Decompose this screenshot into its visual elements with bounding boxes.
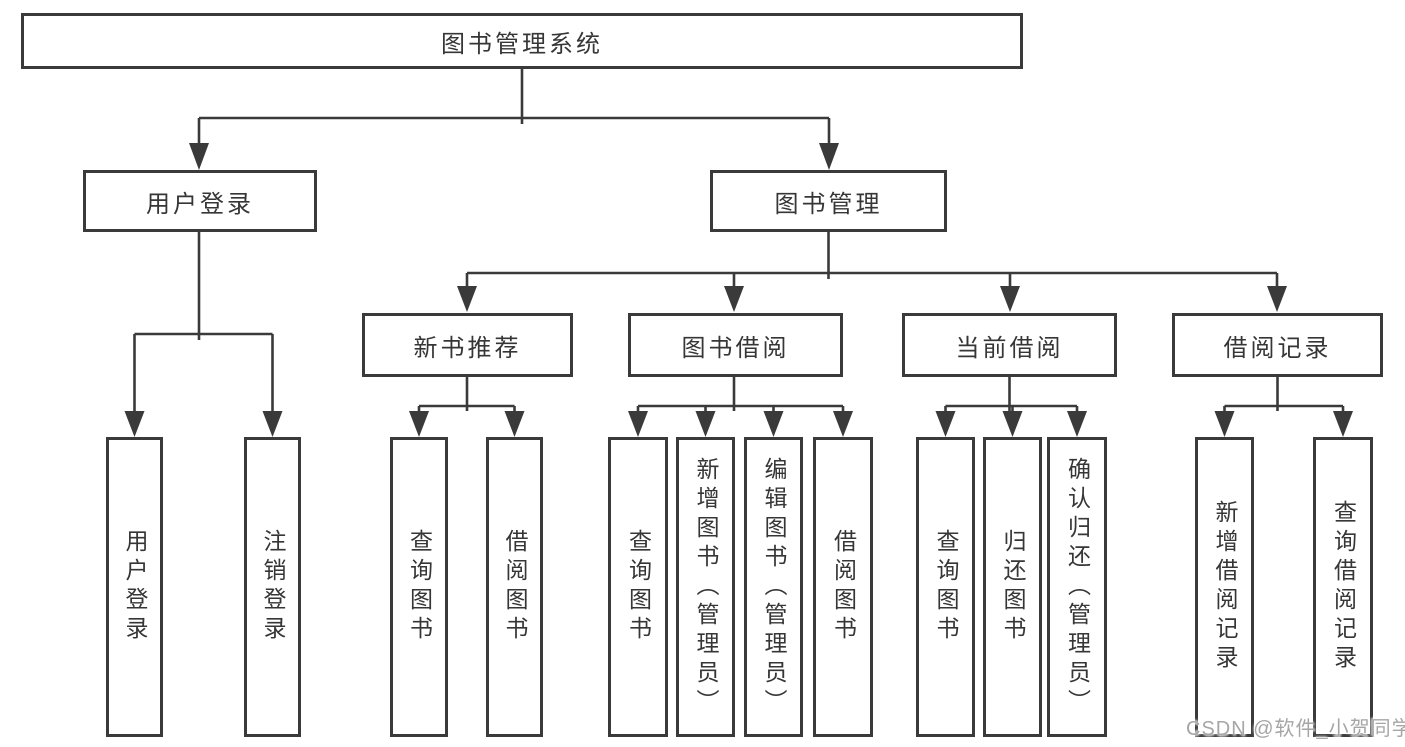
leaf-borrow-query-label: 查询图书	[625, 529, 652, 645]
connector-borrowrecords-to-leaves	[1223, 374, 1345, 416]
leaf-borrow-query: 查询图书	[608, 437, 668, 737]
leaf-add-borrow-record: 新增借阅记录	[1195, 437, 1254, 737]
connector-root-to-level2	[197, 69, 831, 150]
node-borrow-records: 借阅记录	[1172, 313, 1383, 377]
leaf-borrow-book-label: 借阅图书	[830, 529, 857, 645]
connector-bookmgmt-to-groups	[465, 232, 1279, 290]
leaf-return-book: 归还图书	[983, 437, 1042, 737]
node-new-book-recommend-label: 新书推荐	[413, 334, 522, 362]
leaf-query-borrow-record-label: 查询借阅记录	[1330, 500, 1357, 674]
leaf-newbook-query-label: 查询图书	[406, 529, 433, 645]
leaf-borrow-edit-book-admin: 编辑图书（管理员）	[744, 437, 803, 737]
node-current-borrow: 当前借阅	[902, 313, 1117, 377]
node-user-login-label: 用户登录	[146, 190, 254, 218]
leaf-newbook-query: 查询图书	[390, 437, 448, 737]
leaf-logout: 注销登录	[244, 437, 301, 737]
connector-newbook-to-leaves	[417, 374, 516, 416]
connector-root-arrowheads	[189, 143, 839, 170]
node-new-book-recommend: 新书推荐	[362, 313, 573, 377]
leaf-add-borrow-record-label: 新增借阅记录	[1212, 500, 1238, 674]
leaf-borrow-book: 借阅图书	[813, 437, 873, 737]
leaf-newbook-borrow-label: 借阅图书	[502, 529, 528, 645]
leaf-current-query: 查询图书	[916, 437, 975, 737]
leaf-return-book-label: 归还图书	[1000, 529, 1026, 645]
connector-currentborrow-to-leaves	[944, 374, 1079, 416]
node-book-management: 图书管理	[710, 170, 947, 232]
watermark-text: CSDN @软件_小贺同学	[1186, 718, 1405, 740]
leaf-current-query-label: 查询图书	[933, 529, 959, 645]
connector-newbook-arrowheads	[409, 411, 525, 437]
node-book-borrow-label: 图书借阅	[681, 334, 790, 362]
node-root-system: 图书管理系统	[21, 13, 1023, 69]
leaf-confirm-return-admin: 确认归还（管理员）	[1047, 437, 1107, 737]
leaf-borrow-add-book-admin-label: 新增图书（管理员）	[693, 456, 719, 718]
node-root-label: 图书管理系统	[441, 30, 603, 58]
connector-borrowrecords-arrowheads	[1214, 411, 1353, 437]
connector-bookmgmt-arrowheads	[457, 286, 1287, 312]
node-user-login: 用户登录	[83, 170, 317, 232]
connector-bookborrow-arrowheads	[628, 411, 853, 437]
leaf-user-login-label: 用户登录	[122, 529, 148, 645]
leaf-user-login: 用户登录	[106, 437, 163, 737]
leaf-borrow-edit-book-admin-label: 编辑图书（管理员）	[761, 456, 787, 718]
node-book-borrow: 图书借阅	[628, 313, 843, 377]
node-book-management-label: 图书管理	[774, 190, 883, 218]
connector-bookborrow-to-leaves	[636, 374, 845, 416]
node-borrow-records-label: 借阅记录	[1223, 334, 1332, 362]
connector-currentborrow-arrowheads	[935, 411, 1087, 437]
leaf-borrow-add-book-admin: 新增图书（管理员）	[676, 437, 735, 737]
leaf-newbook-borrow: 借阅图书	[486, 437, 543, 737]
connector-userlogin-arrowheads	[124, 411, 283, 437]
leaf-logout-label: 注销登录	[260, 529, 286, 645]
connector-userlogin-to-leaves	[133, 232, 274, 414]
leaf-confirm-return-admin-label: 确认归还（管理员）	[1064, 456, 1091, 718]
node-current-borrow-label: 当前借阅	[955, 334, 1064, 362]
leaf-query-borrow-record: 查询借阅记录	[1313, 437, 1373, 737]
